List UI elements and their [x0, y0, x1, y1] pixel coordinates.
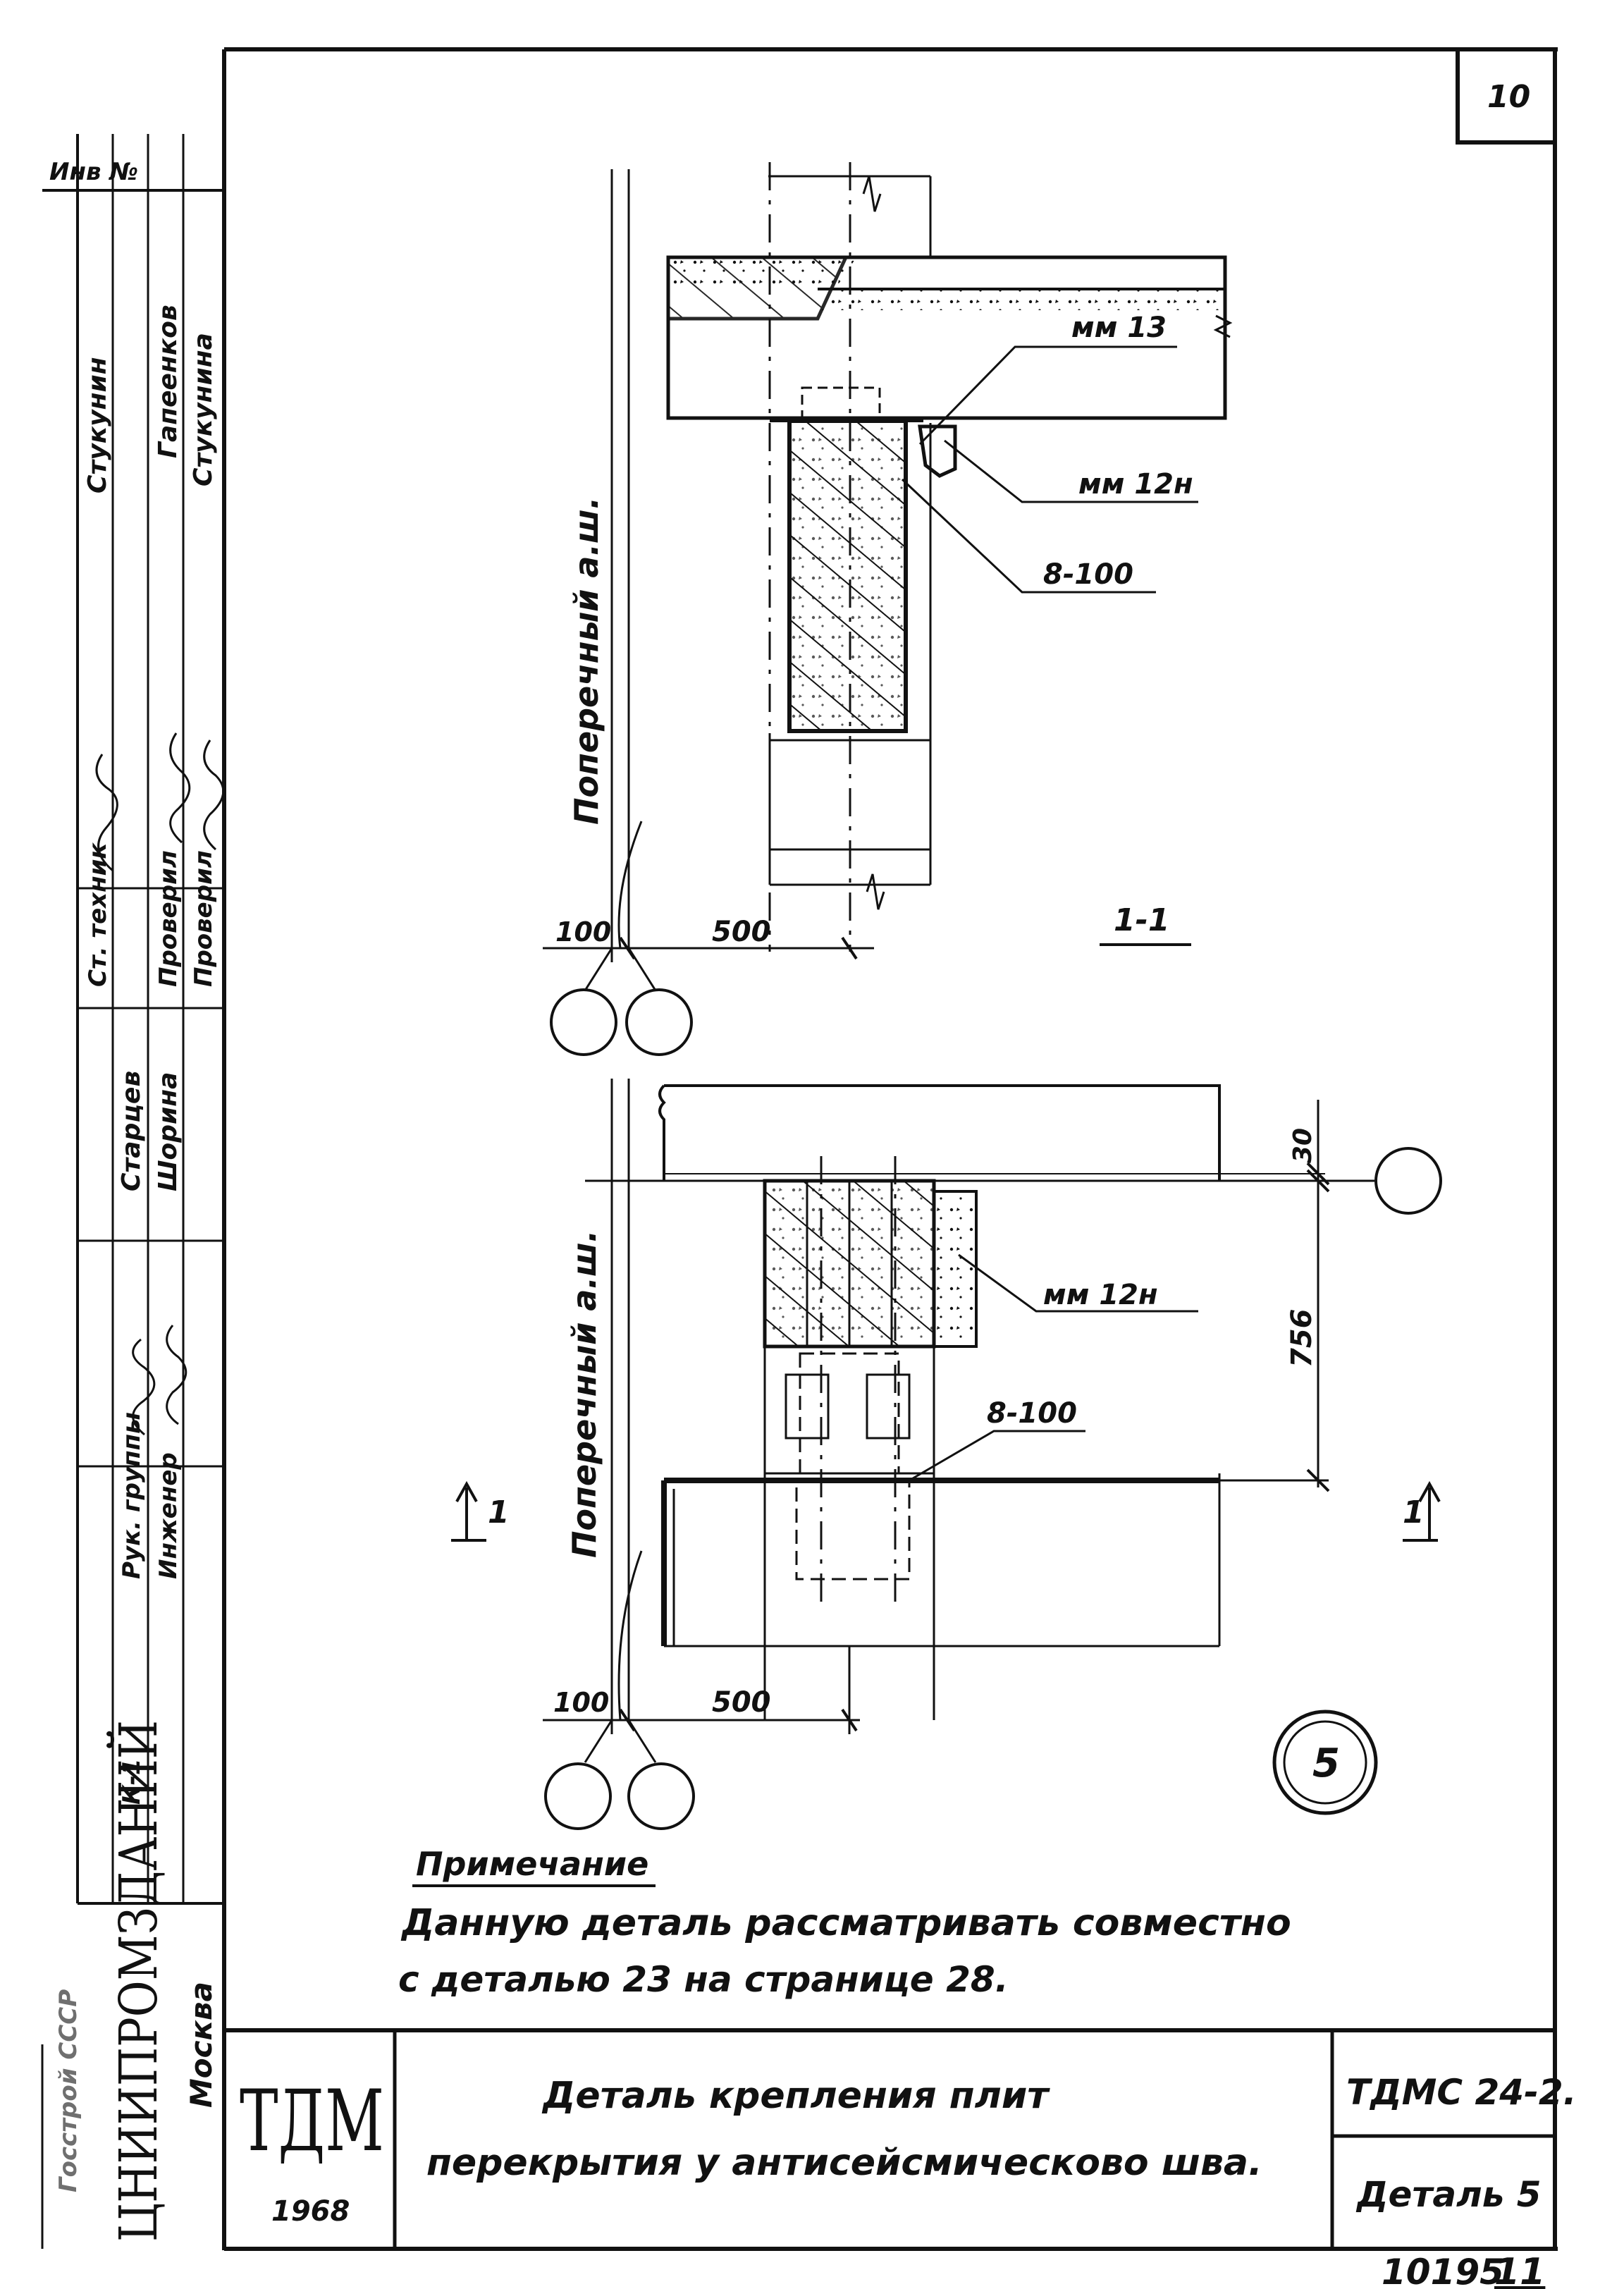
note-line-1: Данную деталь рассматривать совместно [400, 1902, 1291, 1944]
axis-bubble-plan-right [1374, 1147, 1442, 1215]
note-block: Примечание Данную деталь рассматривать с… [398, 1845, 1291, 2000]
callout-8-100: 8-100 [1043, 558, 1133, 591]
detail-circle: 5 [1272, 1710, 1378, 1815]
signature-scribbles [95, 732, 225, 1436]
callout-mm13: мм 13 [1071, 312, 1167, 344]
stamp-role-3: Ст. техник [84, 842, 112, 987]
stamp-name-1: Старцев [117, 1071, 146, 1191]
detail-label: Деталь 5 [1355, 2174, 1542, 2215]
logo: ТДМ [240, 2073, 384, 2171]
stamp-name-2: Шорина [154, 1072, 183, 1191]
org-name: ЦНИИПРОМЗДАНИЙ [106, 1720, 169, 2242]
inventory-label: Инв № [49, 158, 138, 186]
stamp-role-2: Инженер [154, 1452, 183, 1579]
dim-gap-30: 30 [1288, 1128, 1317, 1163]
section-mark: 1-1 [1114, 902, 1170, 938]
dim-plan-100: 100 [553, 1687, 609, 1718]
stamp-name-3: Стукунин [83, 357, 112, 493]
detail-number: 5 [1312, 1741, 1340, 1786]
org-top: Госстрой СССР [54, 1989, 82, 2192]
archive-number: 10195 [1382, 2252, 1504, 2289]
dim-top-100: 100 [555, 916, 611, 947]
cut-mark-right: 1 [1403, 1495, 1425, 1530]
dim-height-756: 756 [1286, 1309, 1318, 1368]
axis-bubble-plan-left-2 [627, 1762, 695, 1830]
section-top: мм 13 мм 12н 8-100 Поперечный а.ш. 100 5… [543, 162, 1233, 1056]
callout-plan-mm12: мм 12н [1043, 1279, 1158, 1311]
side-stamp [41, 134, 226, 2249]
stamp-name-4: Гапеенков [154, 305, 183, 458]
stamp-name-5: Стукунина [189, 333, 218, 486]
callout-plan-8-100: 8-100 [987, 1397, 1077, 1430]
title-block [224, 2028, 1555, 2249]
stamp-misc: К-1 [118, 1758, 146, 1805]
note-title: Примечание [416, 1845, 648, 1883]
axis-bubble-left [550, 988, 617, 1056]
archive-sheet: 11 [1494, 2251, 1545, 2289]
dim-top-500: 500 [712, 916, 771, 948]
stamp-role-1: Рук. группы [118, 1412, 146, 1579]
dim-plan-500: 500 [712, 1686, 771, 1719]
axis-lines [610, 169, 630, 1720]
cut-mark-left: 1 [488, 1495, 510, 1530]
axis-label-plan: Поперечный а.ш. [565, 1230, 603, 1558]
stamp-role-5: Проверил [190, 850, 218, 987]
axis-bubble-plan-left-1 [544, 1762, 612, 1830]
sheet-number: 10 [1487, 79, 1530, 115]
callout-mm12: мм 12н [1078, 468, 1193, 501]
sheet-number-box: 10 [1456, 47, 1557, 145]
axis-bubble-right [625, 988, 693, 1056]
stamp-role-4: Проверил [154, 850, 183, 987]
year: 1968 [271, 2195, 350, 2228]
plan-bottom: мм 12н 8-100 30 756 1 1 Поперечный а.ш. … [451, 1084, 1442, 1830]
note-line-2: с деталью 23 на странице 28. [398, 1959, 1009, 2000]
axis-label-top: Поперечный а.ш. [567, 497, 605, 825]
org-city: Москва [184, 1982, 219, 2108]
drawing-code: ТДМС 24-2. [1346, 2072, 1577, 2113]
title-line-2: перекрытия у антисейсмическово шва. [426, 2142, 1262, 2184]
title-line-1: Деталь крепления плит [541, 2075, 1050, 2117]
